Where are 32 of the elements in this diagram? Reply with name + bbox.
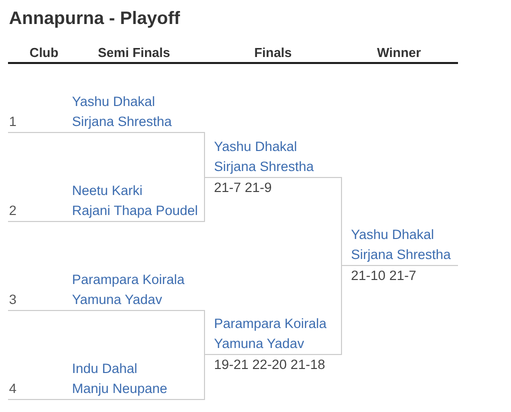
player-name: Yamuna Yadav [214,335,304,353]
player-name: Yashu Dhakal [351,226,434,244]
player-name: Parampara Koirala [214,315,327,333]
bracket-line [204,177,205,222]
bracket-line [204,310,205,355]
player-name: Sirjana Shrestha [351,246,451,264]
bracket-line [204,132,205,178]
player-name: Parampara Koirala [72,271,185,289]
player-name: Yashu Dhakal [214,138,298,156]
player-name: Neetu Karki [72,182,143,200]
player-name: Rajani Thapa Poudel [72,202,198,220]
player-name: Sirjana Shrestha [214,158,314,176]
match-score: 21-10 21-7 [351,267,416,285]
bracket-line [204,354,205,400]
player-name: Yashu Dhakal [72,93,156,111]
club-number: 3 [9,291,17,309]
column-header: Club [30,44,58,62]
page-title: Annapurna - Playoff [9,7,180,30]
match-score: 19-21 22-20 21-18 [214,356,326,374]
bracket-line [341,265,342,355]
club-number: 1 [9,113,17,131]
bracket-line [341,177,342,266]
club-number: 2 [9,202,17,220]
player-name: Sirjana Shrestha [72,113,172,131]
player-name: Manju Neupane [72,380,168,398]
club-number: 4 [9,380,17,398]
column-header: Winner [377,44,421,62]
column-header: Finals [254,44,292,62]
player-name: Indu Dahal [72,360,138,378]
column-header: Semi Finals [98,44,170,62]
player-name: Yamuna Yadav [72,291,162,309]
match-score: 21-7 21-9 [214,179,272,197]
